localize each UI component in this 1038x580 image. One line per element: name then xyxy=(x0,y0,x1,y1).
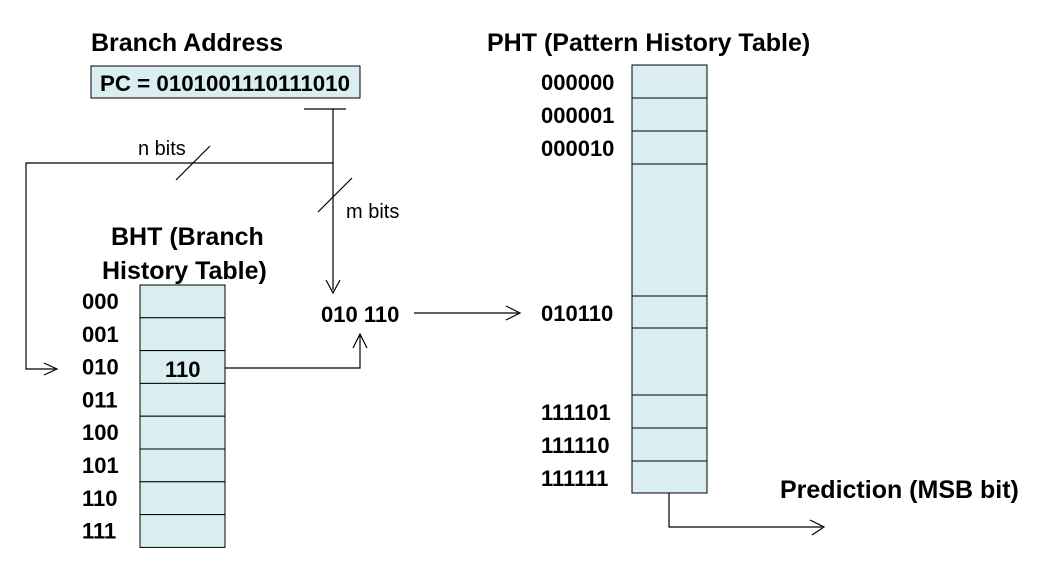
bht-table xyxy=(139,284,226,548)
history-arrowhead xyxy=(352,332,368,349)
pht-row xyxy=(631,130,708,165)
pht-row-label: 010110 xyxy=(541,301,613,326)
bht-row-labels: 000 001 010 011 100 101 110 111 xyxy=(82,289,119,544)
pht-gap-block xyxy=(631,327,708,396)
bht-title-line1: BHT (Branch xyxy=(111,223,264,251)
bht-row-label: 010 xyxy=(82,355,119,380)
pc-wires xyxy=(25,108,353,376)
pht-row-label: 000001 xyxy=(541,103,614,128)
history-wire xyxy=(225,335,361,369)
m-bits-label: m bits xyxy=(346,201,399,223)
index-label: 010 110 xyxy=(321,302,399,327)
bht-row xyxy=(139,481,226,516)
pht-row xyxy=(631,394,708,429)
bht-title-line2: History Table) xyxy=(102,257,267,285)
pht-row xyxy=(631,295,708,329)
pht-gap-block xyxy=(631,163,708,297)
bht-row xyxy=(139,448,226,483)
pht-row xyxy=(631,97,708,132)
prediction-label: Prediction (MSB bit) xyxy=(780,476,1019,504)
pht-row-labels: 000000 000001 000010 010110 111101 111110 1111… xyxy=(541,70,614,491)
bht-row-label: 111 xyxy=(82,519,116,544)
branch-address-title: Branch Address xyxy=(91,29,283,57)
pht-row-label: 000000 xyxy=(541,70,614,95)
bht-selected-value: 110 xyxy=(165,357,201,382)
bht-row xyxy=(139,382,226,417)
pht-title: PHT (Pattern History Table) xyxy=(487,29,810,57)
bht-row xyxy=(139,415,226,450)
bht-row xyxy=(139,284,226,319)
pc-value: PC = 0101001110111010 xyxy=(100,71,350,96)
bht-row xyxy=(139,350,226,384)
pht-row-label: 000010 xyxy=(541,136,614,161)
pht-row-label: 111101 xyxy=(541,400,611,425)
pht-row xyxy=(631,427,708,462)
n-bits-label: n bits xyxy=(138,138,186,160)
bht-row-label: 101 xyxy=(82,453,119,478)
bht-row-label: 110 xyxy=(82,486,118,511)
bht-row-label: 001 xyxy=(82,322,119,347)
bht-row-label: 011 xyxy=(82,387,118,412)
prediction-wire xyxy=(668,493,822,528)
pht-table xyxy=(631,64,708,494)
index-arrowhead xyxy=(505,305,522,321)
pht-row-label: 111110 xyxy=(541,433,610,458)
pht-row xyxy=(631,460,708,494)
pc-box xyxy=(90,65,361,99)
pht-row-label: 111111 xyxy=(541,466,608,491)
bht-row-label: 000 xyxy=(82,289,119,314)
prediction-arrowhead xyxy=(809,519,826,536)
bht-row xyxy=(139,514,226,548)
m-bits-slash xyxy=(317,177,353,213)
bht-row-label: 100 xyxy=(82,420,119,445)
n-bits-slash xyxy=(175,145,211,181)
bht-row xyxy=(139,317,226,352)
pht-row xyxy=(631,64,708,99)
